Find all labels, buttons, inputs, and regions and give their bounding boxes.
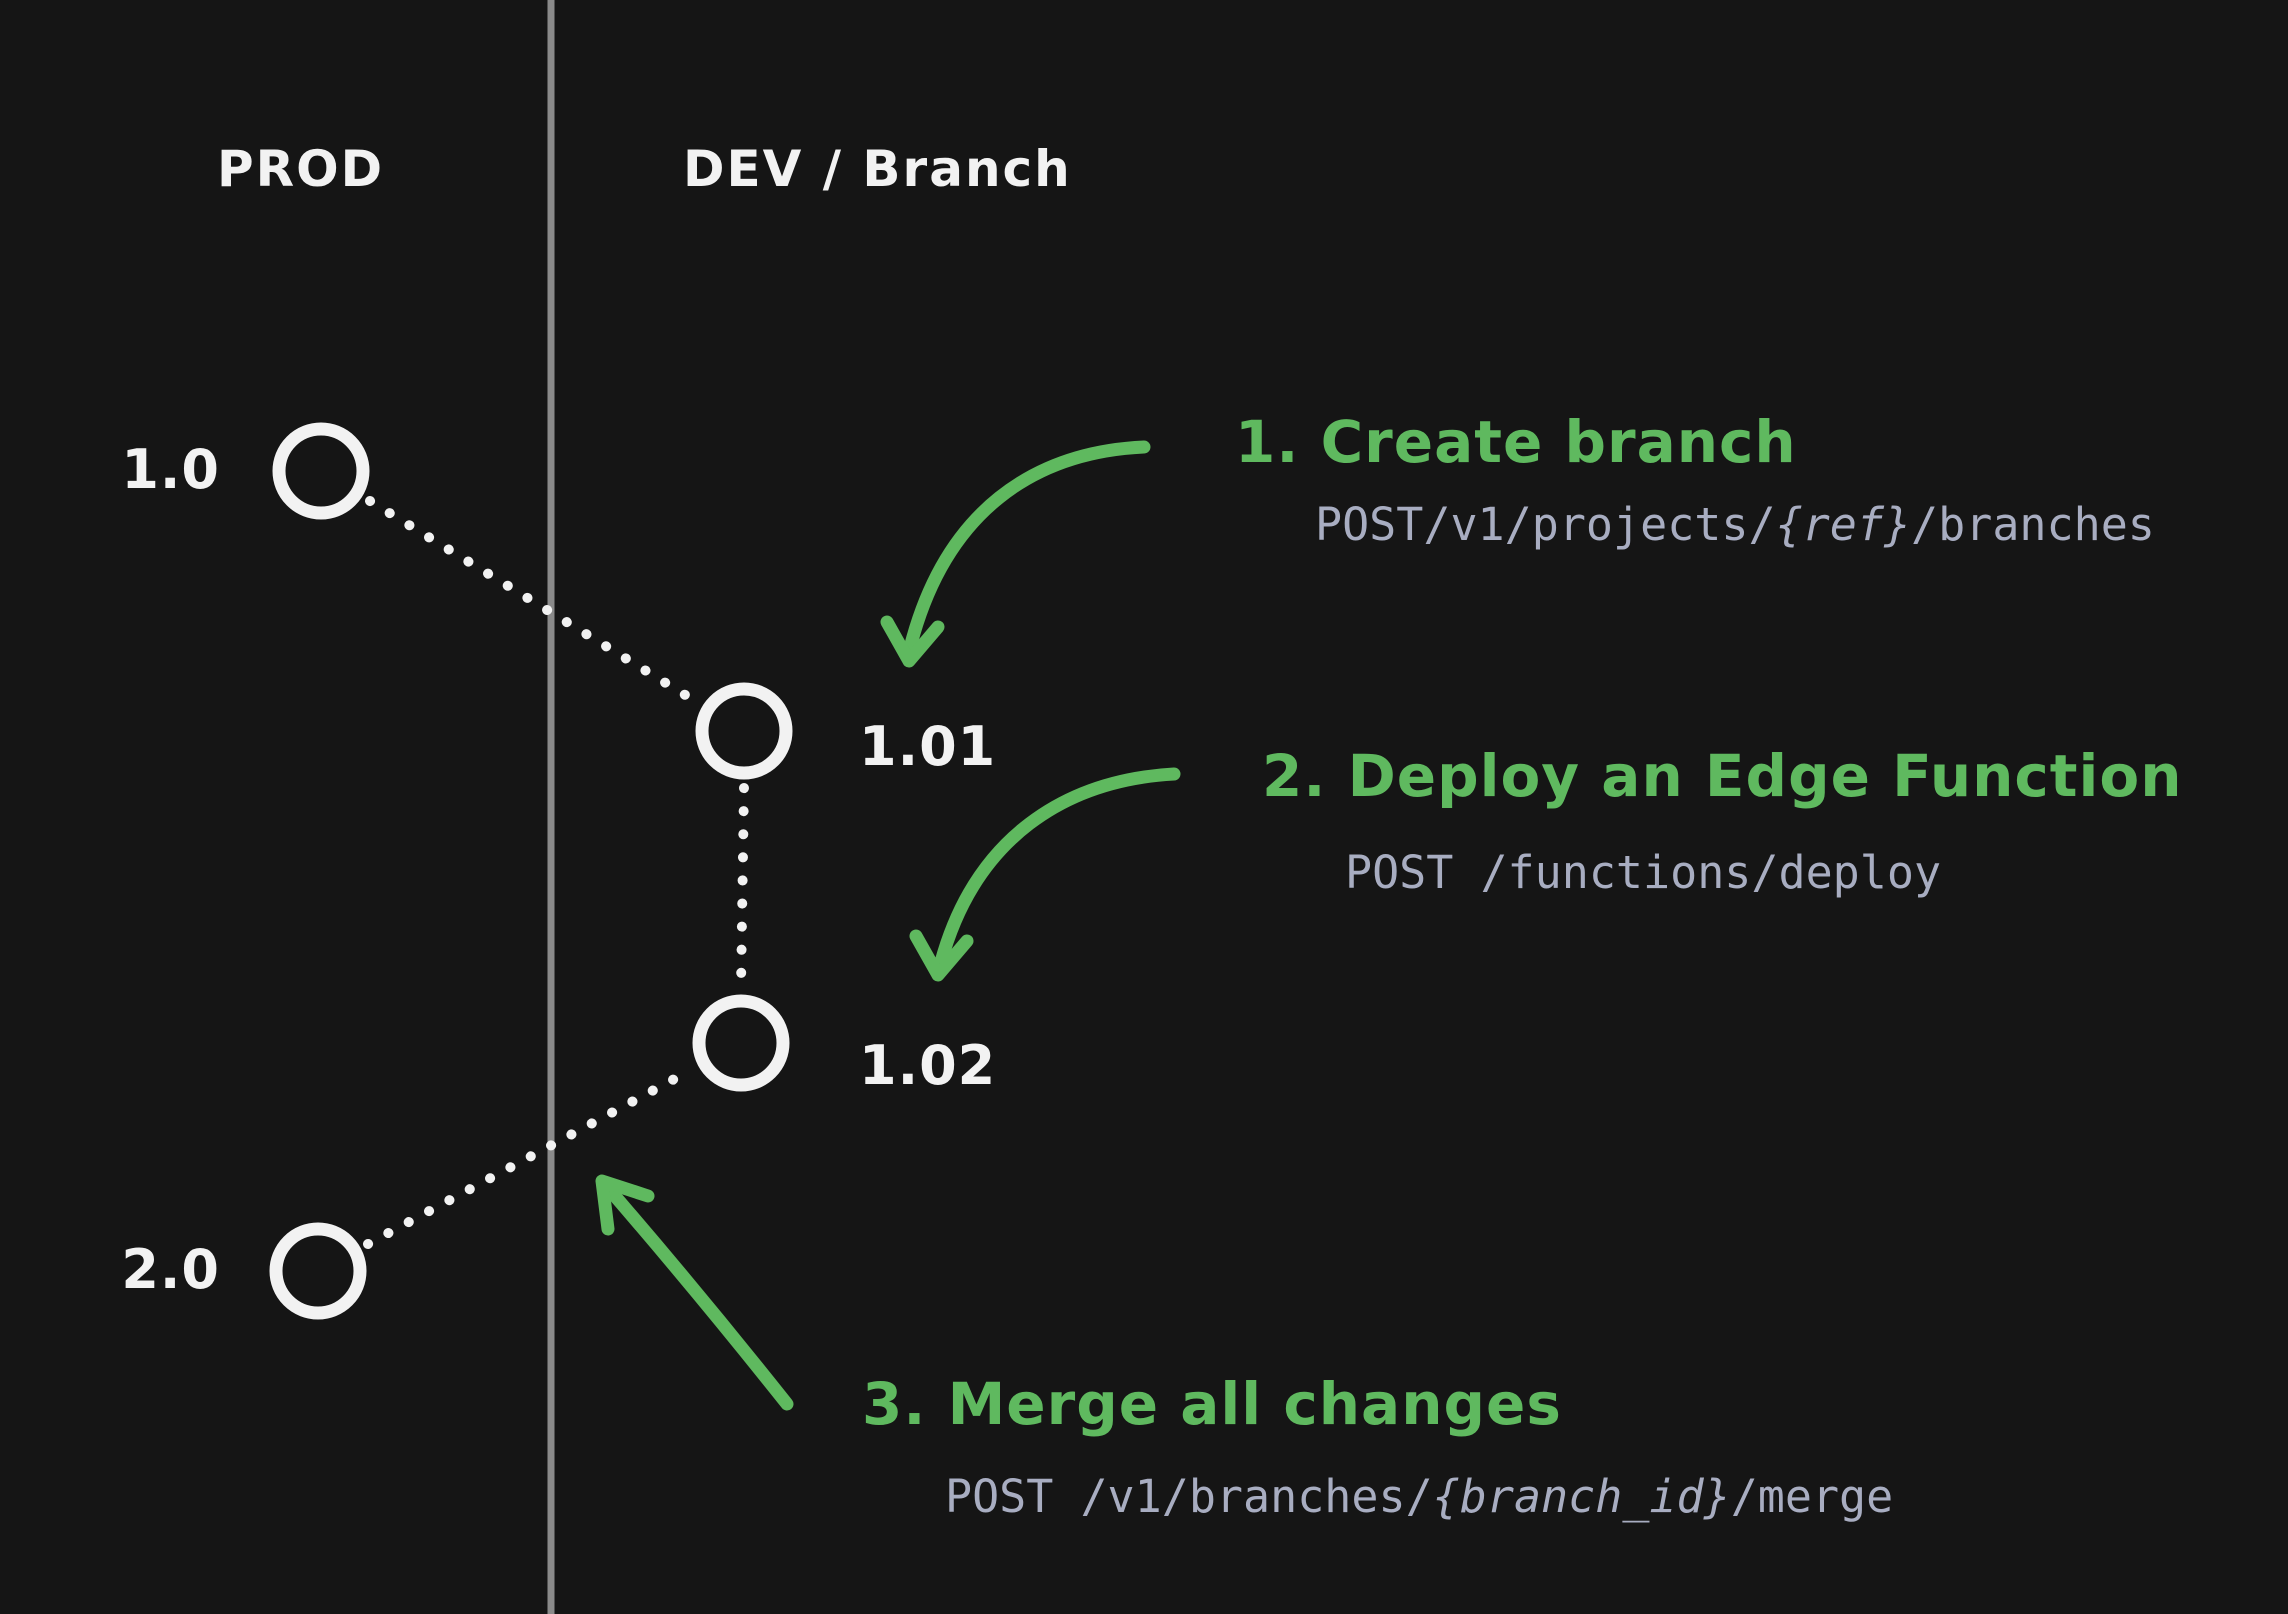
arrow-create-branch bbox=[903, 440, 1151, 655]
node-2-0-label: 2.0 bbox=[121, 1238, 220, 1301]
prod-column-label: PROD bbox=[217, 140, 385, 198]
step-1-code-param: {ref} bbox=[1775, 498, 1912, 551]
node-1-02-circle bbox=[692, 994, 790, 1092]
edge-2-0-to-1-02 bbox=[363, 1065, 696, 1249]
node-2-0-circle bbox=[269, 1222, 367, 1320]
node-1-01-circle bbox=[695, 682, 793, 780]
step-1-code: POST/v1/projects/{ref}/branches bbox=[1315, 498, 2155, 551]
step-3-code-post: /merge bbox=[1730, 1470, 1894, 1523]
arrow-merge-changes bbox=[601, 1181, 794, 1411]
arrow-merge-changes-head bbox=[595, 1174, 655, 1236]
step-1-code-pre: POST/v1/projects/ bbox=[1315, 498, 1776, 551]
node-1-02-label: 1.02 bbox=[859, 1034, 997, 1097]
node-1-0-circle bbox=[272, 422, 370, 520]
edge-1-0-to-1-01 bbox=[365, 496, 700, 706]
step-3-code: POST /v1/branches/{branch_id}/merge bbox=[945, 1470, 1893, 1523]
step-2-code: POST /functions/deploy bbox=[1345, 846, 1941, 899]
dev-column-label: DEV / Branch bbox=[683, 140, 1072, 198]
edge-1-01-to-1-02 bbox=[736, 783, 749, 991]
arrow-deploy-function bbox=[934, 767, 1181, 969]
step-2-code-pre: POST /functions/deploy bbox=[1345, 846, 1942, 899]
step-3-code-pre: POST /v1/branches/ bbox=[945, 1470, 1433, 1523]
arrow-deploy-function-head bbox=[909, 929, 974, 982]
node-1-0-label: 1.0 bbox=[121, 438, 220, 501]
step-1-code-post: /branches bbox=[1911, 498, 2155, 551]
arrow-create-branch-head bbox=[880, 615, 945, 668]
step-3-code-param: {branch_id} bbox=[1432, 1470, 1731, 1523]
step-2-heading: 2. Deploy an Edge Function bbox=[1262, 742, 2183, 810]
step-3-heading: 3. Merge all changes bbox=[862, 1370, 1562, 1438]
step-1-heading: 1. Create branch bbox=[1235, 408, 1797, 476]
node-1-01-label: 1.01 bbox=[859, 715, 997, 778]
